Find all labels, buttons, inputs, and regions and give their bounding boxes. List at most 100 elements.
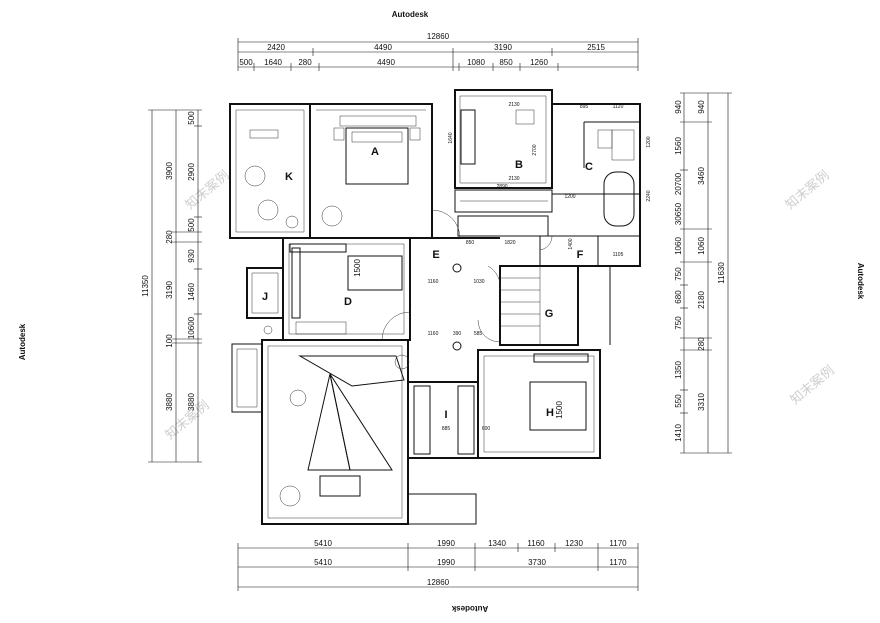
dim-right-i5: 1060 [674, 237, 683, 255]
idim-c-top1: 895 [580, 104, 589, 110]
room-label-a: A [371, 146, 379, 158]
furniture [244, 109, 635, 507]
doors [381, 209, 553, 343]
brand-label-bottom: Autodesk [451, 604, 488, 613]
idim-c-bot: 1200 [564, 194, 575, 200]
idim-b-top: 2130 [508, 102, 519, 108]
dim-right-i8: 750 [674, 316, 683, 330]
dim-left-o1: 3900 [165, 162, 174, 180]
idim-e1: 1160 [428, 279, 439, 285]
dim-left-i1: 500 [187, 111, 196, 125]
room-label-d: D [344, 296, 352, 308]
idim-wardrobe-a: 850 [466, 240, 475, 246]
dim-bot-6: 1170 [609, 539, 627, 548]
idim-e5: 585 [474, 331, 483, 337]
idim-f-left: 1400 [568, 238, 574, 249]
room-label-g: G [545, 308, 554, 320]
idim-e3: 1160 [428, 331, 439, 337]
dim-left-i6: 10600 [187, 316, 196, 339]
idim-e2: 1030 [473, 279, 484, 285]
dim-top-total: 12860 [427, 32, 450, 41]
dim-bot-total: 12860 [427, 578, 450, 587]
idim-d-bed: 1500 [353, 259, 362, 277]
idim-i2: 600 [482, 426, 491, 432]
dim-right-i4: 30650 [674, 202, 683, 225]
dim-top-r2-1: 500 [239, 58, 253, 67]
dim-right-o1: 940 [697, 100, 706, 114]
dim-bot-3: 1340 [488, 539, 506, 548]
dim-top-1: 2420 [267, 43, 285, 52]
dim-left-total: 11350 [141, 275, 150, 297]
dim-right-o4: 2180 [697, 291, 706, 309]
bottom-dimensions: 5410 1990 1340 1160 1230 1170 5410 1990 … [237, 539, 639, 591]
dim-bot-r2-3: 3730 [528, 558, 546, 567]
right-dimensions: 11630 940 3460 1060 2180 280 3310 940 15… [674, 92, 732, 454]
dim-left-i4: 930 [187, 249, 196, 263]
dim-top-r2-3: 280 [298, 58, 312, 67]
idim-f-bot: 1105 [613, 252, 624, 258]
idim-b-left: 1640 [448, 132, 454, 143]
top-dimensions: 12860 2420 4490 3190 2515 500 1640 280 4… [237, 32, 639, 71]
dim-right-i2: 1560 [674, 137, 683, 155]
watermark: 知末案例 [787, 362, 836, 407]
dim-top-r2-5: 1080 [467, 58, 485, 67]
idim-c-right: 1200 [646, 136, 652, 147]
dim-right-total: 11630 [717, 262, 726, 284]
dim-bot-r2-1: 5410 [314, 558, 332, 567]
idim-b-bot: 2890 [496, 184, 507, 190]
room-label-e: E [432, 249, 439, 261]
left-dimensions: 11350 3900 280 3190 100 3880 500 2900 50… [141, 109, 202, 463]
dim-left-i3: 500 [187, 218, 196, 232]
brand-label-right: Autodesk [856, 263, 865, 300]
dim-top-r2-4: 4490 [377, 58, 395, 67]
idim-c-right2: 2240 [646, 190, 652, 201]
dim-top-3: 3190 [494, 43, 512, 52]
dim-right-i7: 680 [674, 290, 683, 304]
dim-right-o5: 280 [697, 337, 706, 351]
watermark: 知末案例 [782, 167, 831, 212]
dim-left-o4: 100 [165, 334, 174, 348]
dim-bot-r2-2: 1990 [437, 558, 455, 567]
dim-left-o5: 3880 [165, 393, 174, 411]
dim-top-r2-6: 850 [499, 58, 513, 67]
room-label-i: I [444, 409, 447, 421]
dim-right-o2: 3460 [697, 167, 706, 185]
room-label-b: B [515, 159, 523, 171]
idim-b-side: 2700 [532, 144, 538, 155]
dim-right-i9: 1350 [674, 361, 683, 379]
dim-bot-4: 1160 [527, 539, 545, 548]
dim-right-i1: 940 [674, 100, 683, 114]
dim-right-i11: 1410 [674, 424, 683, 442]
room-label-j: J [262, 291, 268, 303]
idim-b-mid: 2130 [508, 176, 519, 182]
dim-left-i5: 1460 [187, 283, 196, 301]
dim-bot-1: 5410 [314, 539, 332, 548]
room-labels: A B C D E F G H I J K [262, 146, 593, 421]
idim-c-top2: 1120 [613, 104, 624, 110]
idim-e4: 390 [453, 331, 462, 337]
dim-top-r2-7: 1260 [530, 58, 548, 67]
dim-top-2: 4490 [374, 43, 392, 52]
walls [229, 89, 641, 525]
idim-i1: 885 [442, 426, 451, 432]
brand-label-left: Autodesk [18, 323, 27, 360]
room-label-h: H [546, 407, 554, 419]
dim-left-i2: 2900 [187, 163, 196, 181]
idim-h-bed: 1500 [555, 401, 564, 419]
dim-right-i6: 750 [674, 267, 683, 281]
dim-right-i10: 550 [674, 394, 683, 408]
dim-left-o3: 3190 [165, 281, 174, 299]
room-label-c: C [585, 161, 593, 173]
dim-left-i7: 3880 [187, 393, 196, 411]
dim-right-o6: 3310 [697, 393, 706, 411]
idim-wardrobe-b: 1820 [504, 240, 515, 246]
brand-label-top: Autodesk [392, 10, 429, 19]
interior-dimensions: 2130 2130 2890 2700 1640 895 1120 1200 2… [353, 102, 652, 432]
dim-right-i3: 20700 [674, 172, 683, 195]
dim-left-o2: 280 [165, 230, 174, 244]
dim-bot-5: 1230 [565, 539, 583, 548]
dim-right-o3: 1060 [697, 237, 706, 255]
room-label-f: F [577, 249, 584, 261]
dim-top-r2-2: 1640 [264, 58, 282, 67]
